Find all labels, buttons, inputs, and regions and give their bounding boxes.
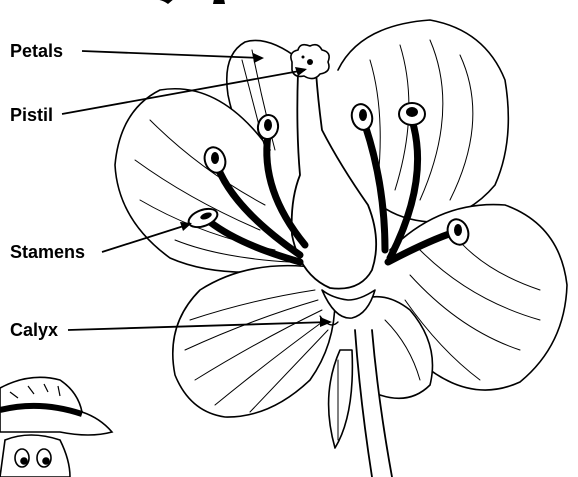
pistil-label: Pistil xyxy=(10,106,53,124)
sepal-leaf xyxy=(329,350,353,448)
cartoon-character-icon xyxy=(0,377,112,477)
petal-bottom xyxy=(173,266,335,417)
stamens-label: Stamens xyxy=(10,243,85,261)
calyx-label: Calyx xyxy=(10,321,58,339)
stem xyxy=(355,330,372,477)
petals-label: Petals xyxy=(10,42,63,60)
